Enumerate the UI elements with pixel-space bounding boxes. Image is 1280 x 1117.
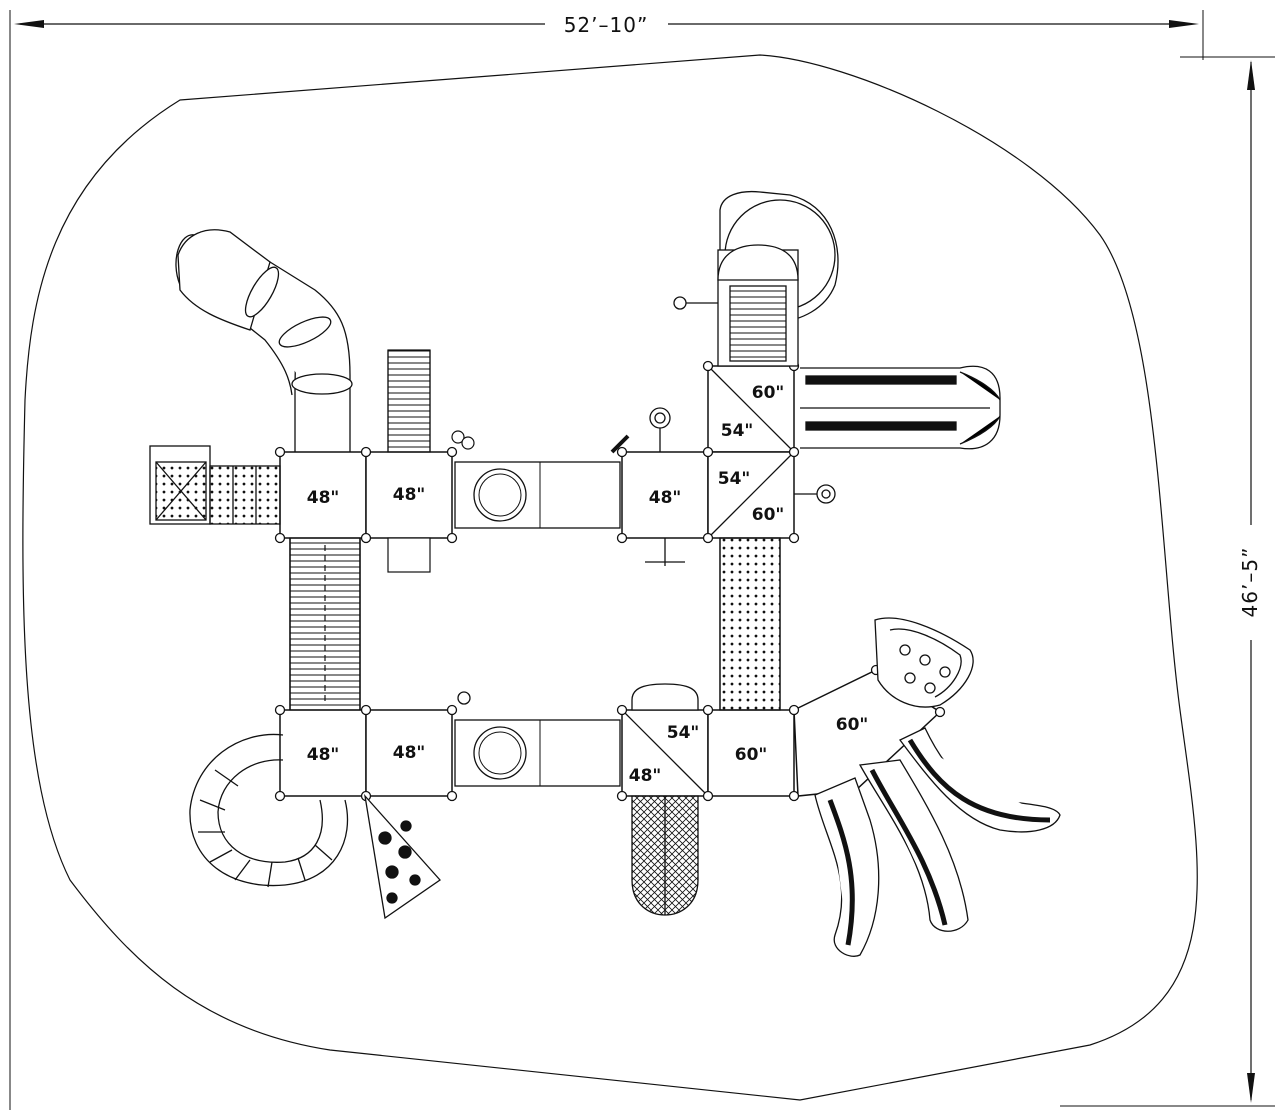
deck-height-label: 60" — [735, 745, 768, 765]
arrow-up-icon — [1247, 60, 1255, 90]
triple-slide-lower-right — [814, 727, 1061, 957]
deck-height-label: 48" — [307, 488, 340, 508]
deck-height-label: 48" — [649, 488, 682, 508]
rock-climber-lower — [363, 691, 471, 920]
deck-row-lower: 48" 48" 54" 48" 60" 60" — [279, 669, 942, 797]
ladder-bridge-left — [289, 537, 361, 711]
use-zone-boundary — [22, 54, 1198, 1101]
width-dimension: 52’–10” — [9, 10, 1204, 1110]
deck-height-label: 48" — [629, 766, 662, 786]
tunnel-porthole-icon — [473, 726, 527, 780]
deck-height-label: 54" — [667, 723, 700, 743]
tunnel-porthole-icon — [473, 468, 527, 522]
double-slide-right — [800, 365, 1001, 450]
crawl-tunnel-lower — [454, 719, 621, 787]
deck-height-label: 60" — [836, 715, 869, 735]
deck-height-label: 60" — [752, 383, 785, 403]
ladder-top-middle — [387, 349, 475, 573]
perforated-bridge-right — [719, 537, 781, 711]
spiral-slide-top-right — [673, 190, 839, 367]
deck-height-label: 48" — [393, 485, 426, 505]
net-climber-bottom — [631, 683, 699, 916]
deck-60-a — [707, 709, 795, 797]
deck-height-label: 54" — [718, 469, 751, 489]
spiral-slide-lower-left — [189, 733, 349, 888]
arrow-right-icon — [1169, 20, 1199, 28]
deck-48-d — [279, 709, 367, 797]
deck-height-label: 48" — [307, 745, 340, 765]
crawl-tunnel-upper — [454, 461, 621, 529]
climber-left-entry — [149, 445, 281, 525]
depth-label: 46’–5” — [1238, 547, 1262, 618]
play-panels-upper — [610, 407, 836, 566]
deck-48-e — [365, 709, 453, 797]
deck-height-label: 48" — [393, 743, 426, 763]
arrow-left-icon — [14, 20, 44, 28]
deck-row-upper: 48" 48" 48" 60" 54" 54" 60" — [279, 365, 795, 539]
tube-slide-upper-left — [175, 229, 353, 452]
deck-height-label: 60" — [752, 505, 785, 525]
width-label: 52’–10” — [564, 13, 649, 37]
curved-climber-top-right — [874, 617, 974, 708]
depth-dimension: 46’–5” — [1060, 56, 1275, 1107]
deck-height-label: 54" — [721, 421, 754, 441]
steering-wheel-icon — [610, 434, 630, 454]
arrow-down-icon — [1247, 1073, 1255, 1103]
